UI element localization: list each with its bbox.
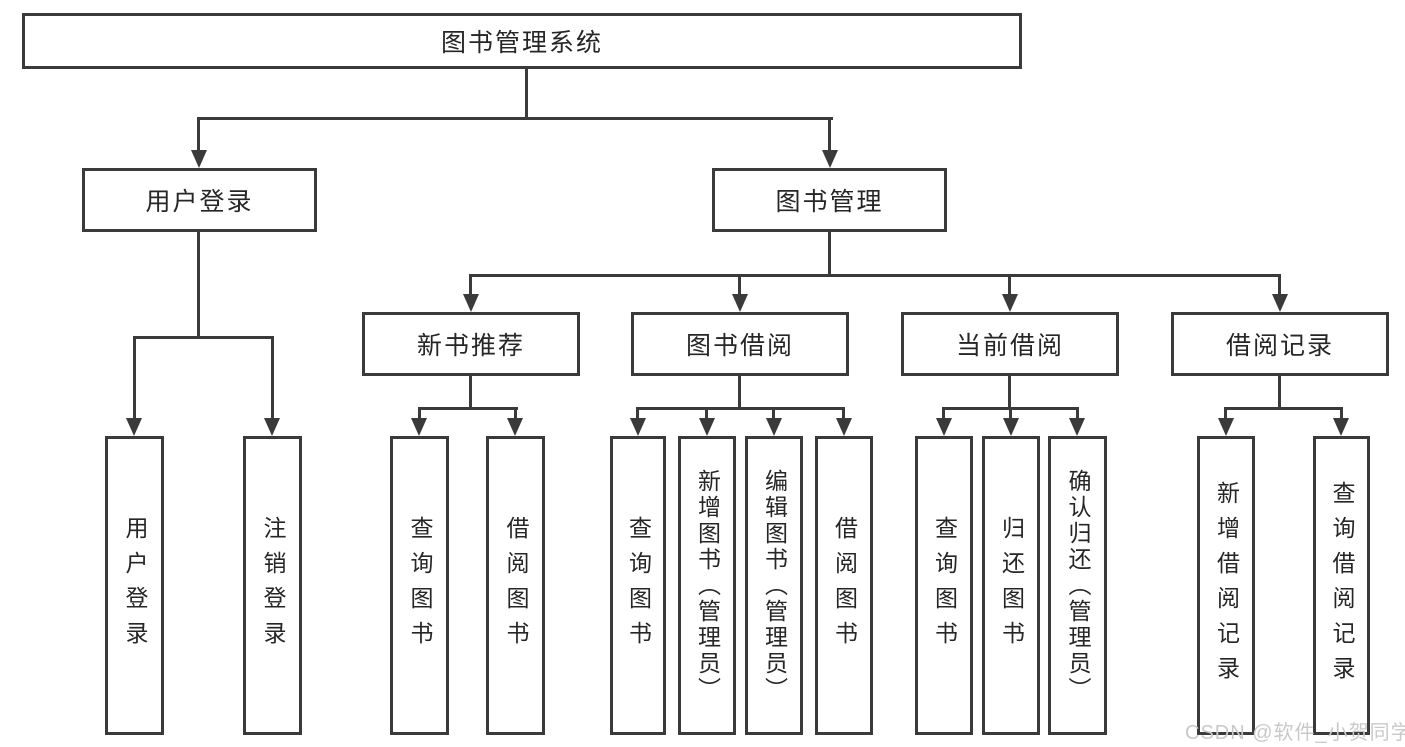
- connector-user-login-child1-stem: [133, 339, 136, 418]
- arrowhead-new-books-leaf2: [507, 418, 523, 436]
- node-user-login: 用户登录: [82, 168, 317, 232]
- connector-user-login-split: [133, 336, 274, 339]
- arrowhead-new-books-leaf1: [411, 418, 427, 436]
- connector-level2-stem-right: [828, 120, 831, 150]
- arrowhead-borrow-records-leaf2: [1333, 418, 1349, 436]
- connector-book-borrow-child4-stem: [842, 407, 845, 418]
- connector-current-borrow-child2-stem: [1009, 407, 1012, 418]
- connector-root-stem: [525, 69, 528, 117]
- leaf-book-borrow-query: 查询图书: [610, 436, 666, 735]
- leaf-user-login: 用户登录: [105, 436, 164, 735]
- connector-user-login-stem: [197, 232, 200, 339]
- connector-level3-split: [469, 274, 1281, 277]
- connector-level3-stem-3: [1008, 277, 1011, 294]
- connector-level3-stem-2: [738, 277, 741, 294]
- connector-book-management-stem: [828, 232, 831, 277]
- leaf-book-borrow-edit-admin: 编辑图书（管理员）: [745, 436, 803, 735]
- connector-book-borrow-child1-stem: [636, 407, 639, 418]
- connector-book-borrow-stem: [738, 376, 741, 410]
- node-new-books: 新书推荐: [362, 312, 580, 376]
- arrowhead-logout-leaf: [264, 418, 280, 436]
- connector-level2-stem-left: [197, 120, 200, 150]
- node-root: 图书管理系统: [22, 13, 1022, 69]
- connector-current-borrow-child1-stem: [942, 407, 945, 418]
- node-book-borrow: 图书借阅: [631, 312, 849, 376]
- arrowhead-new-books: [463, 294, 479, 312]
- connector-new-books-child2-stem: [514, 407, 517, 418]
- leaf-borrow-records-query: 查询借阅记录: [1313, 436, 1370, 735]
- leaf-book-borrow-borrow: 借阅图书: [815, 436, 873, 735]
- connector-new-books-stem: [469, 376, 472, 410]
- leaf-current-borrow-return: 归还图书: [982, 436, 1040, 735]
- arrowhead-current-borrow: [1002, 294, 1018, 312]
- connector-book-borrow-child2-stem: [705, 407, 708, 418]
- arrowhead-book-management: [822, 150, 838, 168]
- connector-borrow-records-child2-stem: [1340, 407, 1343, 418]
- arrowhead-borrow-records: [1272, 294, 1288, 312]
- connector-level3-stem-4: [1278, 277, 1281, 294]
- connector-user-login-child2-stem: [271, 339, 274, 418]
- connector-new-books-child1-stem: [418, 407, 421, 418]
- connector-level2-split: [197, 117, 833, 120]
- connector-current-borrow-child3-stem: [1076, 407, 1079, 418]
- arrowhead-current-borrow-leaf2: [1003, 418, 1019, 436]
- leaf-book-borrow-add-admin: 新增图书（管理员）: [678, 436, 736, 735]
- arrowhead-current-borrow-leaf3: [1069, 418, 1085, 436]
- connector-current-borrow-stem: [1008, 376, 1011, 410]
- arrowhead-user-login-leaf: [126, 418, 142, 436]
- connector-book-borrow-split: [636, 407, 845, 410]
- node-current-borrow: 当前借阅: [901, 312, 1119, 376]
- leaf-borrow-records-add: 新增借阅记录: [1197, 436, 1255, 735]
- arrowhead-book-borrow-leaf4: [836, 418, 852, 436]
- leaf-new-books-borrow: 借阅图书: [486, 436, 545, 735]
- arrowhead-book-borrow-leaf1: [630, 418, 646, 436]
- connector-level3-stem-1: [469, 277, 472, 294]
- arrowhead-current-borrow-leaf1: [936, 418, 952, 436]
- arrowhead-book-borrow-leaf2: [699, 418, 715, 436]
- arrowhead-book-borrow-leaf3: [766, 418, 782, 436]
- leaf-logout: 注销登录: [243, 436, 302, 735]
- arrowhead-borrow-records-leaf1: [1218, 418, 1234, 436]
- leaf-new-books-query: 查询图书: [390, 436, 449, 735]
- connector-borrow-records-stem: [1278, 376, 1281, 410]
- connector-borrow-records-child1-stem: [1224, 407, 1227, 418]
- leaf-current-borrow-query: 查询图书: [915, 436, 973, 735]
- csdn-watermark: CSDN @软件_小贺同学: [1185, 722, 1405, 744]
- node-book-management: 图书管理: [712, 168, 947, 232]
- arrowhead-book-borrow: [732, 294, 748, 312]
- leaf-current-borrow-confirm-admin: 确认归还（管理员）: [1048, 436, 1107, 735]
- connector-borrow-records-split: [1224, 407, 1343, 410]
- node-borrow-records: 借阅记录: [1171, 312, 1389, 376]
- connector-book-borrow-child3-stem: [772, 407, 775, 418]
- connector-new-books-split: [418, 407, 518, 410]
- arrowhead-user-login: [191, 150, 207, 168]
